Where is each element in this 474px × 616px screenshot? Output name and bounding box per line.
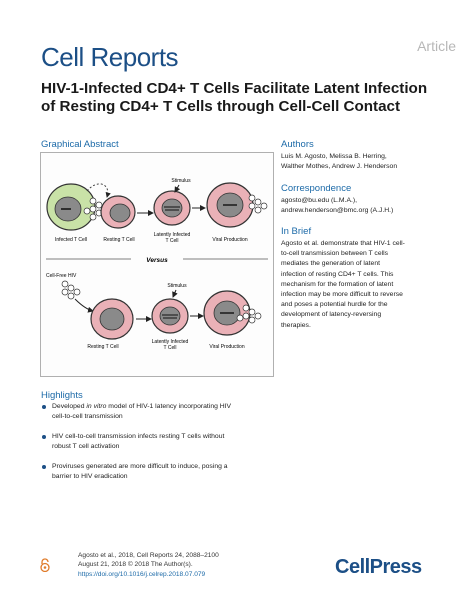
authors-line: Walther Mothes, Andrew J. Henderson xyxy=(281,163,398,170)
in-brief-line: therapies. xyxy=(281,321,311,329)
citation-line: Agosto et al., 2018, Cell Reports 24, 20… xyxy=(78,552,219,559)
transfer-arrow xyxy=(86,183,111,198)
stimulus-label: Stimulus xyxy=(167,283,187,289)
in-brief-line: Agosto et al. demonstrate that HIV-1 cel… xyxy=(281,240,405,247)
in-brief-line: infection of resting CD4+ T cells. This xyxy=(281,270,394,278)
in-brief-line: and poses a potential hurdle for the xyxy=(281,301,388,309)
email-link[interactable]: andrew.henderson@bmc.org (A.J.H.) xyxy=(281,207,394,214)
highlights-heading: Highlights xyxy=(41,390,83,401)
highlight-text: Proviruses generated are more difficult … xyxy=(52,463,228,481)
in-brief-heading: In Brief xyxy=(281,226,312,237)
versus-label: Versus xyxy=(146,257,168,264)
citation-line: August 21, 2018 © 2018 The Author(s). xyxy=(78,561,193,569)
correspondence-heading: Correspondence xyxy=(281,183,352,194)
paper-title: HIV-1-Infected CD4+ T Cells Facilitate L… xyxy=(41,80,428,115)
in-brief-text: Agosto et al. demonstrate that HIV-1 cel… xyxy=(281,239,461,331)
authors-line: Luis M. Agosto, Melissa B. Herring, xyxy=(281,153,387,160)
in-brief-line: development of latency-reversing xyxy=(281,311,382,319)
citation-block: Agosto et al., 2018, Cell Reports 24, 20… xyxy=(78,551,219,579)
in-brief-line: mediates the generation of latent xyxy=(281,260,380,268)
virion-cluster xyxy=(83,197,103,221)
latent-cell-label-line2: T Cell xyxy=(164,345,177,351)
virion-cluster xyxy=(61,280,81,300)
stimulus-arrow xyxy=(172,289,178,298)
cell-free-hiv-label: Cell-Free HIV xyxy=(46,273,77,279)
arrow xyxy=(74,298,94,313)
in-brief-line: to-cell transmission between T cells xyxy=(281,250,389,258)
in-brief-line: infection may be more difficult to rever… xyxy=(281,291,403,299)
resting-cell-label: Resting T Cell xyxy=(103,237,134,243)
highlight-item: Developed in vitro model of HIV-1 latenc… xyxy=(42,402,282,422)
highlight-text: HIV cell-to-cell transmission infects re… xyxy=(52,433,225,451)
latently-infected-cell-bottom xyxy=(151,298,189,334)
correspondence-emails: agosto@bu.edu (L.M.A.), andrew.henderson… xyxy=(281,196,393,216)
infected-cell-label: Infected T Cell xyxy=(55,237,87,243)
graphical-abstract-figure: Infected T Cell Resting T Cell Stimulus … xyxy=(40,152,274,377)
virion-cluster xyxy=(236,304,262,324)
viral-production-cell-top xyxy=(206,182,254,228)
authors-heading: Authors xyxy=(281,139,314,150)
authors-list: Luis M. Agosto, Melissa B. Herring, Walt… xyxy=(281,152,461,172)
stimulus-label: Stimulus xyxy=(171,178,191,184)
cellpress-logo: CellPress xyxy=(335,556,422,578)
bullet-icon xyxy=(42,465,46,469)
viral-production-label: Viral Production xyxy=(212,237,247,243)
graphical-abstract-svg: Infected T Cell Resting T Cell Stimulus … xyxy=(41,153,273,376)
doi-link[interactable]: https://doi.org/10.1016/j.celrep.2018.07… xyxy=(78,570,206,578)
highlight-text: Developed in vitro model of HIV-1 latenc… xyxy=(52,403,232,421)
viral-production-label: Viral Production xyxy=(209,344,244,350)
open-access-icon xyxy=(40,558,50,572)
in-brief-line: mechanism for the formation of latent xyxy=(281,280,394,288)
latently-infected-cell-top xyxy=(153,190,191,226)
stimulus-arrow xyxy=(174,184,181,193)
graphical-abstract-heading: Graphical Abstract xyxy=(41,139,119,150)
virion-cluster xyxy=(248,194,268,214)
latent-cell-label-line1: Latently Infected xyxy=(154,232,191,238)
bullet-icon xyxy=(42,435,46,439)
email-link[interactable]: agosto@bu.edu (L.M.A.), xyxy=(281,197,358,204)
article-type-label: Article xyxy=(417,38,456,54)
resting-t-cell-bottom xyxy=(90,298,134,340)
latent-cell-label-line2: T Cell xyxy=(166,238,179,244)
bullet-icon xyxy=(42,405,46,409)
viral-production-cell-bottom xyxy=(203,290,251,336)
journal-name: Cell Reports xyxy=(41,42,179,72)
highlight-item: Proviruses generated are more difficult … xyxy=(42,462,282,482)
resting-t-cell-top xyxy=(100,195,136,229)
infected-t-cell xyxy=(46,183,96,231)
resting-cell-label: Resting T Cell xyxy=(87,344,118,350)
latent-cell-label-line1: Latently Infected xyxy=(152,339,189,345)
highlight-item: HIV cell-to-cell transmission infects re… xyxy=(42,432,282,452)
